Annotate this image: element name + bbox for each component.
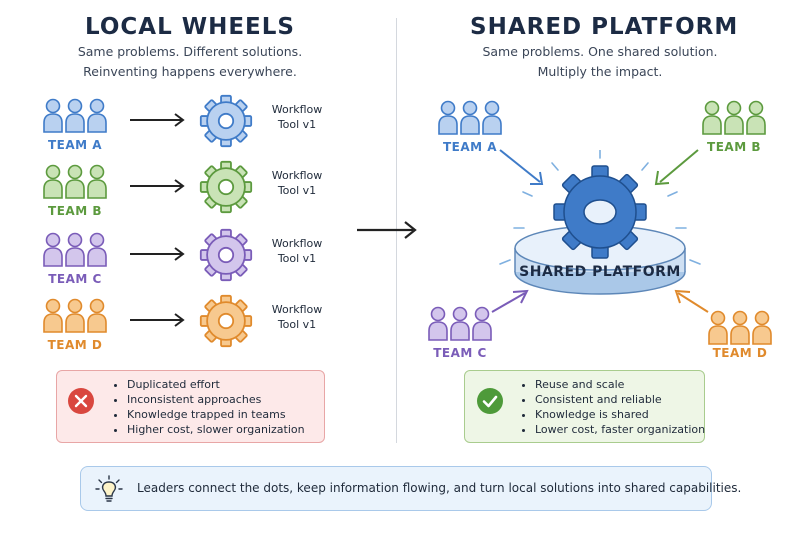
tool-gear — [199, 160, 253, 218]
team-icon-group — [428, 306, 492, 346]
footer-message: Leaders connect the dots, keep informati… — [137, 481, 742, 495]
tool-gear — [199, 228, 253, 286]
benefits-list: Reuse and scale Consistent and reliable … — [521, 377, 705, 437]
shared-platform-illustration — [499, 150, 701, 295]
people-group-icon — [438, 100, 502, 135]
left-subtitle-1: Same problems. Different solutions. — [77, 44, 303, 59]
list-item: Duplicated effort — [127, 377, 305, 392]
people-group-icon — [428, 306, 492, 341]
tool-label-line2: Tool v1 — [277, 184, 317, 197]
list-item: Consistent and reliable — [535, 392, 705, 407]
problems-box: Duplicated effort Inconsistent approache… — [56, 370, 325, 443]
tool-label-line1: Workflow — [271, 237, 323, 250]
footer-banner: Leaders connect the dots, keep informati… — [80, 466, 741, 511]
people-group-icon — [43, 164, 107, 199]
arrow-right-icon — [128, 178, 188, 198]
team-icon-group — [708, 310, 772, 350]
team-icon-group — [43, 298, 107, 338]
team-label: TEAM D — [47, 338, 103, 352]
people-group-icon — [43, 298, 107, 333]
tool-gear — [199, 294, 253, 352]
list-item: Higher cost, slower organization — [127, 422, 305, 437]
shared-gear-icon — [553, 165, 647, 259]
team-icon-group — [43, 232, 107, 272]
tool-label-line1: Workflow — [271, 169, 323, 182]
people-group-icon — [43, 98, 107, 133]
arrow-right-icon — [128, 312, 188, 332]
gear-icon — [199, 294, 253, 348]
team-label: TEAM A — [442, 140, 498, 154]
x-circle-icon — [68, 388, 94, 414]
left-title: LOCAL WHEELS — [85, 14, 295, 40]
team-label: TEAM B — [707, 140, 761, 154]
gear-icon — [199, 160, 253, 214]
team-label: TEAM C — [48, 272, 102, 286]
team-icon-group — [43, 164, 107, 204]
team-label: TEAM D — [712, 346, 768, 360]
list-item: Knowledge trapped in teams — [127, 407, 305, 422]
arrow-right-icon — [128, 112, 188, 132]
tool-label-line2: Tool v1 — [277, 252, 317, 265]
left-subtitle-2: Reinventing happens everywhere. — [83, 64, 297, 79]
glow-rays — [499, 150, 701, 265]
team-icon-group — [438, 100, 502, 140]
problems-list: Duplicated effort Inconsistent approache… — [113, 377, 305, 437]
right-subtitle-1: Same problems. One shared solution. — [482, 44, 718, 59]
list-item: Inconsistent approaches — [127, 392, 305, 407]
list-item: Lower cost, faster organization — [535, 422, 705, 437]
right-title: SHARED PLATFORM — [470, 14, 739, 40]
arrow-right-icon — [128, 246, 188, 266]
gear-icon — [199, 94, 253, 148]
team-icon-group — [702, 100, 766, 140]
lightbulb-icon — [95, 475, 123, 502]
people-group-icon — [43, 232, 107, 267]
tool-label-line1: Workflow — [271, 103, 323, 116]
benefits-box: Reuse and scale Consistent and reliable … — [464, 370, 705, 443]
list-item: Knowledge is shared — [535, 407, 705, 422]
right-subtitle-2: Multiply the impact. — [537, 64, 663, 79]
transition-arrow-icon — [357, 221, 417, 239]
people-group-icon — [702, 100, 766, 135]
tool-label-line1: Workflow — [271, 303, 323, 316]
team-label: TEAM A — [47, 138, 103, 152]
list-item: Reuse and scale — [535, 377, 705, 392]
people-group-icon — [708, 310, 772, 345]
team-label: TEAM B — [48, 204, 102, 218]
platform-label: SHARED PLATFORM — [519, 264, 681, 280]
team-label: TEAM C — [433, 346, 487, 360]
tool-gear — [199, 94, 253, 152]
tool-label-line2: Tool v1 — [277, 318, 317, 331]
tool-label-line2: Tool v1 — [277, 118, 317, 131]
team-icon-group — [43, 98, 107, 138]
gear-icon — [199, 228, 253, 282]
check-circle-icon — [477, 388, 503, 414]
